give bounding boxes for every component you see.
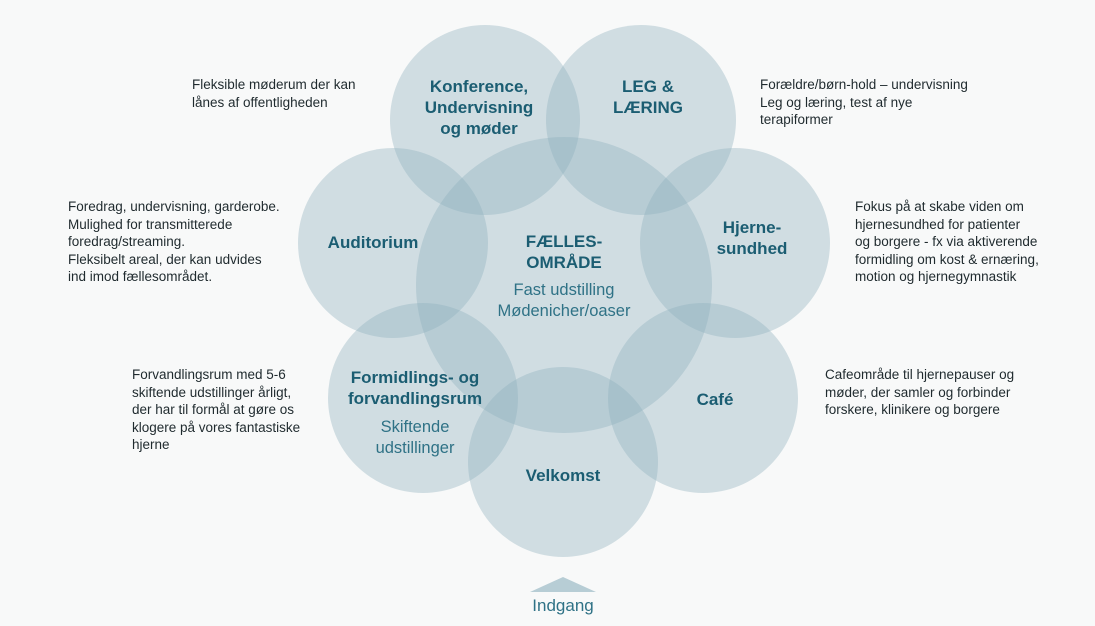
circle-velkomst: [468, 367, 658, 557]
note-formidling: Forvandlingsrum med 5-6 skiftende udstil…: [132, 367, 301, 452]
circle-hjerne: [640, 148, 830, 338]
circle-auditorium: [298, 148, 488, 338]
note-konference: Fleksible møderum der kan lånes af offen…: [192, 77, 356, 110]
circle-center: [416, 137, 712, 433]
petal-formidling-label: Formidlings- og forvandlingsrum: [347, 368, 483, 408]
entrance-label: Indgang: [532, 596, 594, 615]
center-title: FÆLLES- OMRÅDE: [525, 232, 603, 272]
circle-group: [298, 25, 830, 557]
circle-konference: [390, 25, 580, 215]
center-subtitle: Fast udstilling Mødenicher/oaser: [497, 281, 631, 320]
entrance-arrow: [530, 577, 596, 592]
petal-formidling-sublabel: Skiftende udstillinger: [375, 418, 455, 457]
petal-hjerne-label: Hjerne- sundhed: [716, 218, 788, 258]
petal-konference-label: Konference, Undervisning og møder: [424, 77, 534, 138]
note-auditorium: Foredrag, undervisning, garderobe. Mulig…: [68, 199, 280, 284]
circle-cafe: [608, 303, 798, 493]
petal-auditorium-label: Auditorium: [327, 233, 419, 252]
note-hjerne: Fokus på at skabe viden om hjernesundhed…: [855, 199, 1039, 284]
note-leg: Forældre/børn-hold – undervisning Leg og…: [760, 77, 968, 127]
petal-velkomst-label: Velkomst: [525, 466, 601, 485]
petal-cafe-label: Café: [696, 390, 734, 409]
circle-leg: [546, 25, 736, 215]
circle-formidling: [328, 303, 518, 493]
note-cafe: Cafeområde til hjernepauser og møder, de…: [825, 367, 1015, 417]
petal-leg-label: LEG & LÆRING: [613, 77, 683, 117]
